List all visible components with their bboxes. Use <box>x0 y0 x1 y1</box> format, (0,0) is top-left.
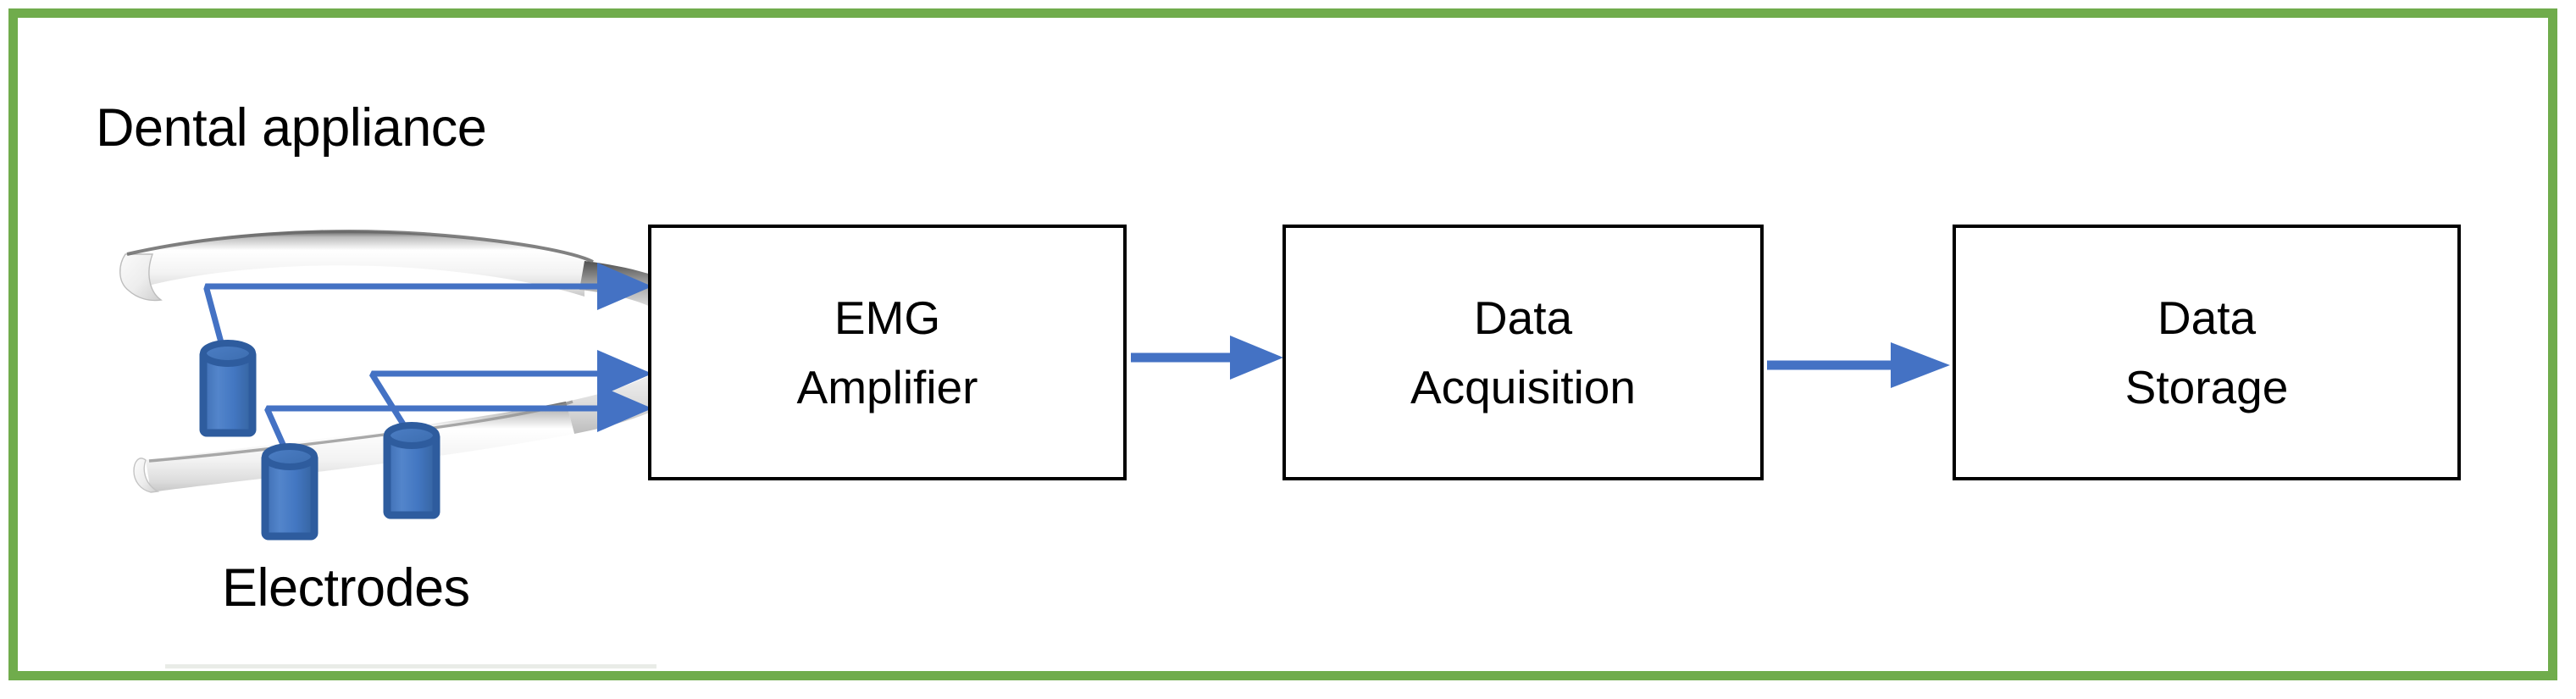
block-data-acquisition-line1: Data <box>1473 291 1573 344</box>
block-data-storage-line2: Storage <box>2125 361 2289 413</box>
electrodes-label: Electrodes <box>222 558 470 618</box>
block-data-acquisition[interactable]: Data Acquisition <box>1282 225 1764 480</box>
block-data-storage[interactable]: Data Storage <box>1953 225 2461 480</box>
block-data-storage-line1: Data <box>2157 291 2257 344</box>
block-emg-amplifier-line2: Amplifier <box>796 361 978 413</box>
faint-divider-line <box>165 664 656 668</box>
dental-appliance-label: Dental appliance <box>96 98 487 158</box>
green-border-frame <box>8 8 2557 680</box>
block-emg-amplifier[interactable]: EMG Amplifier <box>648 225 1127 480</box>
block-emg-amplifier-line1: EMG <box>834 291 941 344</box>
block-data-acquisition-line2: Acquisition <box>1410 361 1636 413</box>
